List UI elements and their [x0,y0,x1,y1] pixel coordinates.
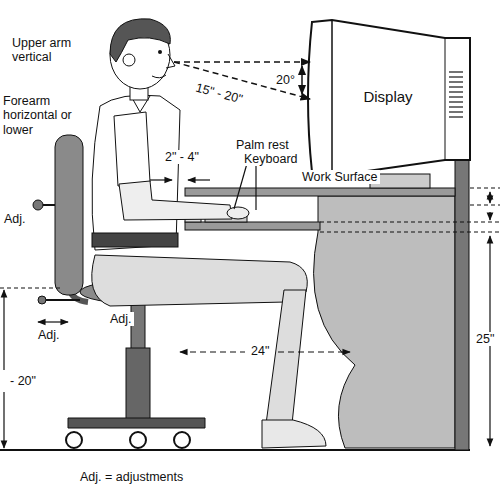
dimension-lines [0,160,500,448]
office-chair [55,135,83,295]
display-monitor [445,38,446,160]
display-monitor [449,81,463,83]
display-monitor [449,96,463,98]
distance-dimension: 2" - 4" [163,150,201,164]
desk [185,222,320,230]
adjustment-note: Adj. [36,328,62,342]
dimension-lines [489,212,490,220]
height-dimension: 25" [474,332,496,346]
seated-person [266,290,306,424]
display-monitor [331,20,333,176]
angle-dimension: 20° [274,73,297,87]
posture-note: Forearm horizontal or lower [3,94,89,137]
distance-dimension: 24" [249,344,271,358]
distance-dimension: 15" - 20" [192,80,246,107]
posture-note: Upper arm vertical [12,36,98,65]
display-monitor [449,116,463,118]
sight-lines [174,61,310,63]
display-monitor [449,111,463,113]
seated-person [92,255,308,306]
display-monitor [449,72,463,117]
display-monitor [449,91,463,93]
office-chair [66,432,82,448]
dimension-lines [470,187,500,188]
seated-person [119,181,232,220]
desk [455,148,469,450]
seated-person [158,50,162,54]
floor [0,450,470,451]
dimension-lines [0,287,60,288]
floor [0,449,470,451]
display-monitor [449,71,463,73]
dimension-lines [150,179,172,180]
seated-person [92,233,178,247]
dimension-lines [180,351,245,352]
desk [185,188,455,196]
dimension-lines [3,290,4,370]
seated-person [92,95,180,250]
office-chair [68,418,205,428]
display-monitor [449,106,463,108]
dimension-lines [3,392,4,448]
dimension-lines [234,160,248,209]
dimension-lines [489,192,490,203]
display-box: Display [343,81,433,111]
office-chair [130,432,146,448]
office-chair [38,296,46,304]
office-chair [174,432,190,448]
dimension-lines [255,166,256,210]
dimension-lines [278,351,350,352]
seated-person [262,420,326,448]
seated-person [152,75,166,78]
part-name: Work Surface [300,170,380,184]
display-monitor [449,86,463,88]
adjustment-note: Adj. [2,212,28,226]
display-monitor [308,20,470,188]
office-chair [33,200,43,210]
height-dimension: - 20" [8,374,38,388]
seated-person [227,207,249,219]
office-chair [126,348,150,420]
dimension-lines [188,179,210,180]
seated-person [110,19,170,62]
part-name: Keyboard [242,152,300,166]
legend-note: Adj. = adjustments [80,470,183,484]
office-chair [131,302,145,352]
desk [314,196,455,448]
part-name: Palm rest [234,138,291,152]
dimension-lines [470,204,500,205]
display-monitor [449,101,463,103]
adjustment-note: Adj. [108,312,134,326]
dimension-lines [320,221,500,222]
display-label: Display [363,88,412,105]
seated-person [92,19,326,448]
seated-person [123,54,135,66]
dimension-lines [320,231,500,232]
display-monitor [449,76,463,78]
dimension-lines [38,321,68,322]
seated-person [114,112,150,186]
sight-lines [301,66,303,94]
seated-person [166,54,175,68]
display-monitor [308,20,470,176]
